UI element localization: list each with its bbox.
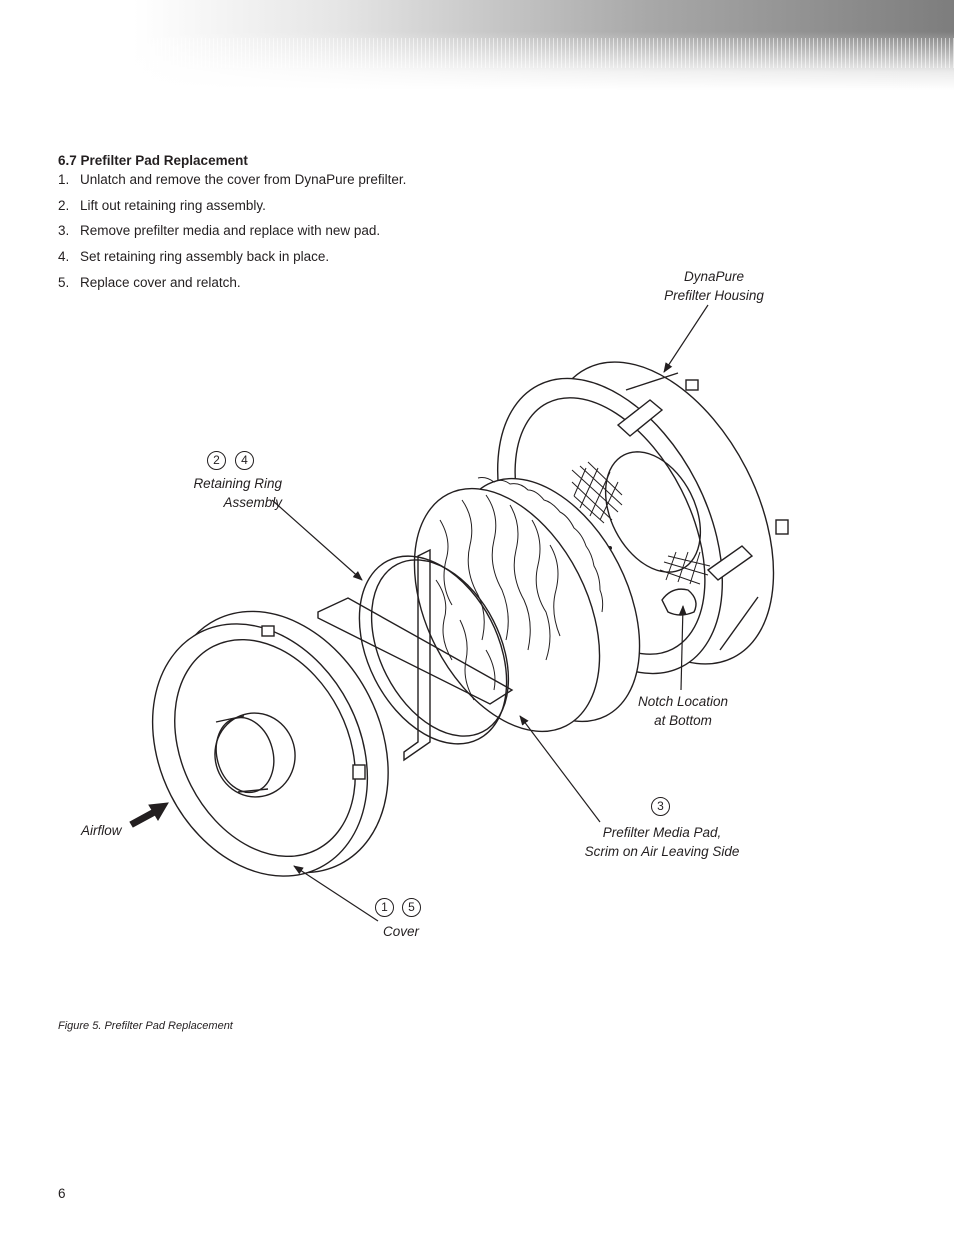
label-media-pad: Prefilter Media Pad, Scrim on Air Leavin… bbox=[584, 825, 740, 859]
step-number: 5. bbox=[58, 274, 70, 290]
prefilter-media-pad bbox=[413, 477, 641, 733]
label-notch: Notch Location at Bottom bbox=[637, 694, 729, 728]
leader-ring bbox=[271, 499, 363, 581]
label-airflow: Airflow bbox=[81, 823, 122, 838]
cover-part bbox=[151, 610, 389, 877]
step-number: 4. bbox=[58, 249, 70, 265]
callout-1: 1 bbox=[375, 898, 394, 917]
retaining-ring-assembly bbox=[317, 548, 514, 762]
step-number: 1. bbox=[58, 172, 70, 187]
steps-list: 1. Unlatch and remove the cover from Dyna… bbox=[58, 172, 558, 300]
section-title: 6.7 Prefilter Pad Replacement bbox=[58, 153, 248, 168]
header-banner bbox=[0, 0, 954, 90]
step-text: Replace cover and relatch. bbox=[80, 274, 241, 290]
leader-housing bbox=[663, 304, 709, 373]
page-number: 6 bbox=[58, 1186, 66, 1201]
list-item: 3. Remove prefilter media and replace wit… bbox=[58, 223, 558, 249]
list-item: 2. Lift out retaining ring assembly. bbox=[58, 198, 558, 224]
leader-cover bbox=[293, 865, 379, 922]
label-housing: DynaPure Prefilter Housing bbox=[664, 269, 764, 303]
step-number: 3. bbox=[58, 223, 70, 239]
leader-notch bbox=[678, 605, 687, 691]
step-text: Lift out retaining ring assembly. bbox=[80, 197, 266, 213]
list-item: 1. Unlatch and remove the cover from Dyna… bbox=[58, 172, 558, 198]
step-text: Unlatch and remove the cover from DynaPu… bbox=[80, 172, 407, 187]
list-item: 5. Replace cover and relatch. bbox=[58, 275, 558, 301]
label-retaining-ring: Retaining Ring Assembly bbox=[193, 476, 282, 510]
header-fade bbox=[0, 0, 954, 90]
callout-3: 3 bbox=[651, 797, 670, 816]
callout-4: 4 bbox=[235, 451, 254, 470]
leader-pad bbox=[519, 715, 601, 823]
step-text: Remove prefilter media and replace with … bbox=[80, 223, 381, 239]
figure-caption: Figure 5. Prefilter Pad Replacement bbox=[58, 1020, 233, 1032]
callout-2: 2 bbox=[207, 451, 226, 470]
step-text: Set retaining ring assembly back in plac… bbox=[80, 249, 330, 265]
step-number: 2. bbox=[58, 197, 70, 213]
label-cover: Cover bbox=[383, 924, 420, 939]
list-item: 4. Set retaining ring assembly back in pl… bbox=[58, 249, 558, 275]
callout-5: 5 bbox=[402, 898, 421, 917]
airflow-arrow-icon bbox=[129, 802, 169, 828]
